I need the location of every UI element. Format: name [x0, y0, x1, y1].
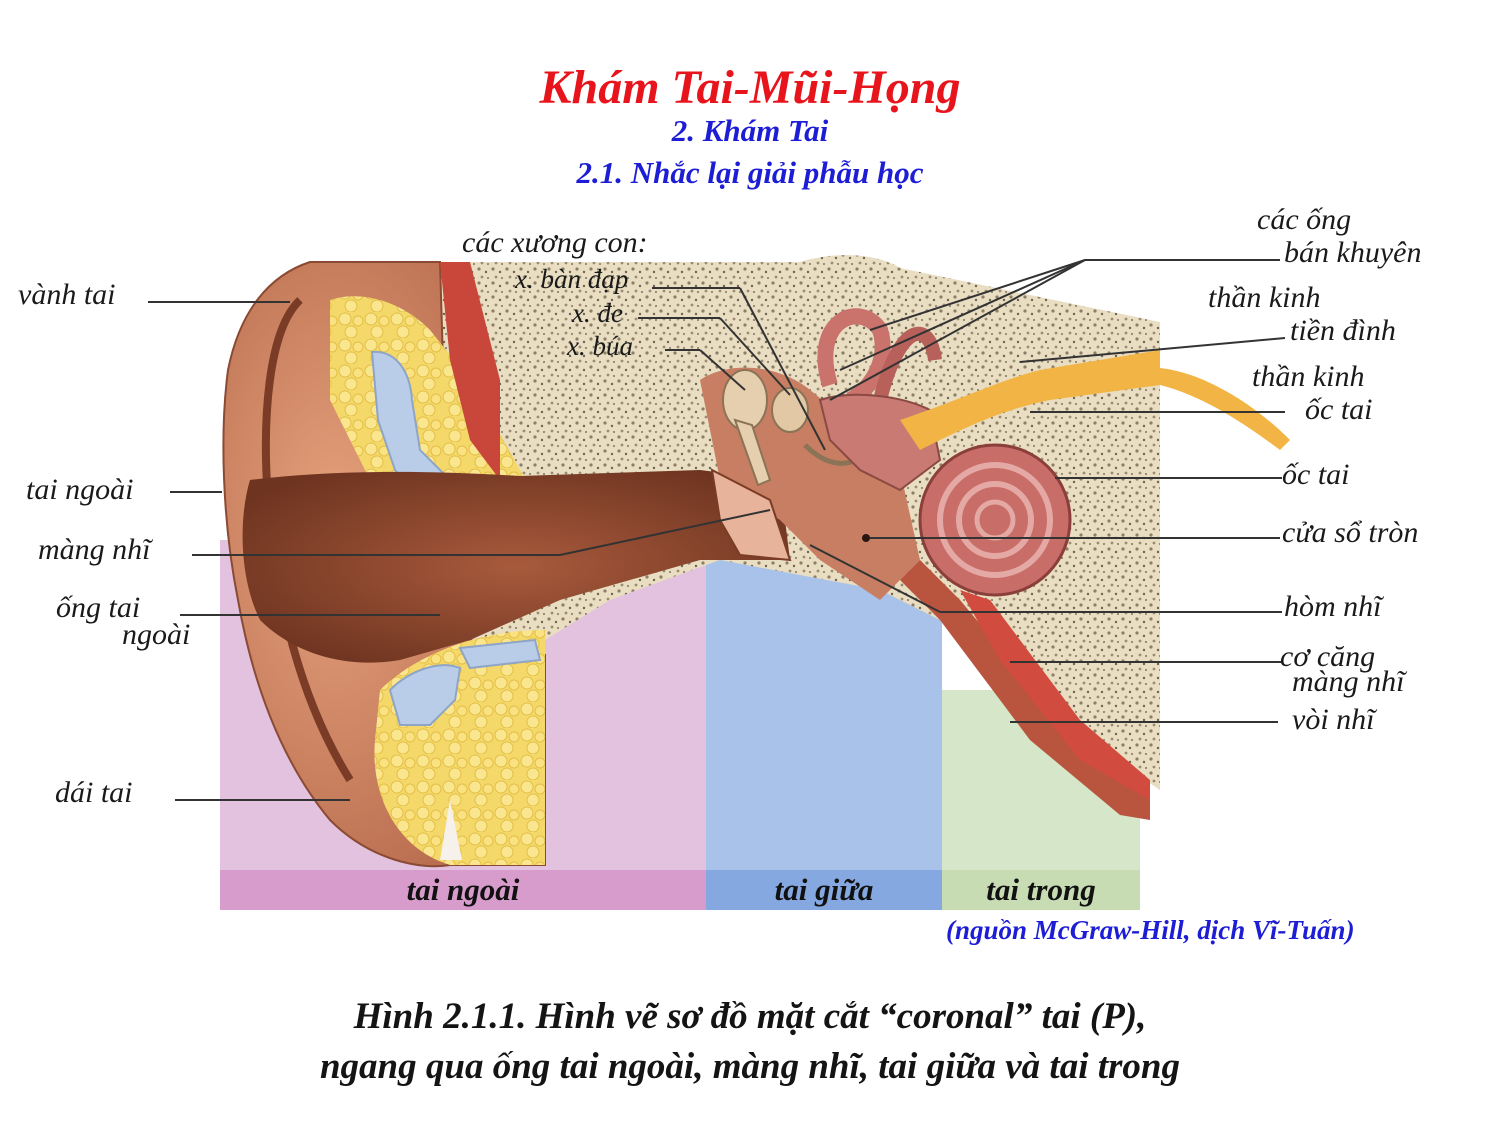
cartilage-lower: [388, 664, 462, 726]
earlobe-cleft: [440, 800, 462, 860]
source-credit: (nguồn McGraw-Hill, dịch Vĩ-Tuấn): [946, 915, 1355, 945]
label-vestibular-nerve-2: tiền đình: [1290, 314, 1396, 347]
figure-caption-line-1: Hình 2.1.1. Hình vẽ sơ đồ mặt cắt “coron…: [353, 996, 1147, 1037]
label-tympanic-cavity: hòm nhĩ: [1284, 590, 1382, 623]
vestibulocochlear-nerve: [900, 350, 1290, 450]
label-ossicles-heading: các xương con:: [462, 226, 648, 259]
label-semicircular-2: bán khuyên: [1284, 236, 1422, 269]
region-label-middle: tai giữa: [774, 872, 874, 907]
label-semicircular-1: các ống: [1257, 203, 1352, 236]
label-eustachian-tube: vòi nhĩ: [1292, 703, 1375, 736]
label-stapes: x. bàn đạp: [515, 264, 629, 294]
label-malleus: x. búa: [567, 331, 633, 361]
label-vestibular-nerve-1: thần kinh: [1208, 281, 1321, 314]
label-tai-ngoai: tai ngoài: [26, 473, 134, 506]
region-label-outer: tai ngoài: [406, 872, 520, 907]
label-cochlear-nerve-2: ốc tai: [1305, 393, 1373, 426]
muscle-strip: [440, 262, 500, 480]
malleus-handle: [733, 418, 772, 487]
section-title: 2. Khám Tai: [671, 113, 829, 148]
label-vanh-tai: vành tai: [18, 278, 116, 311]
inner-ear-bar: [942, 870, 1140, 910]
round-window: [862, 534, 870, 542]
cartilage-lower-2: [458, 638, 542, 670]
label-incus: x. đe: [572, 298, 623, 328]
label-dai-tai: dái tai: [55, 776, 133, 809]
figure-caption-line-2: ngang qua ống tai ngoài, màng nhĩ, tai g…: [319, 1046, 1180, 1087]
label-ong-tai-ngoai: ngoài: [122, 618, 191, 651]
label-tensor-muscle-2: màng nhĩ: [1292, 665, 1405, 698]
label-round-window: cửa sổ tròn: [1282, 516, 1419, 549]
label-tensor-muscle-1: cơ căng: [1280, 640, 1376, 673]
subsection-title: 2.1. Nhắc lại giải phẫu học: [576, 155, 924, 190]
page-title: Khám Tai-Mũi-Họng: [539, 61, 961, 114]
semicircular-canal-2: [873, 326, 942, 402]
tensor-muscle: [960, 590, 1150, 800]
malleus: [722, 369, 768, 431]
label-ong-tai: ống tai: [56, 591, 141, 624]
outer-ear-bar: [220, 870, 706, 910]
leader-lines: [148, 259, 1286, 801]
middle-ear-bar: [706, 870, 942, 910]
label-cochlear-nerve-1: thần kinh: [1252, 360, 1365, 393]
region-label-inner: tai trong: [986, 872, 1096, 907]
label-mang-nhi: màng nhĩ: [38, 533, 151, 566]
label-cochlea: ốc tai: [1282, 458, 1350, 491]
